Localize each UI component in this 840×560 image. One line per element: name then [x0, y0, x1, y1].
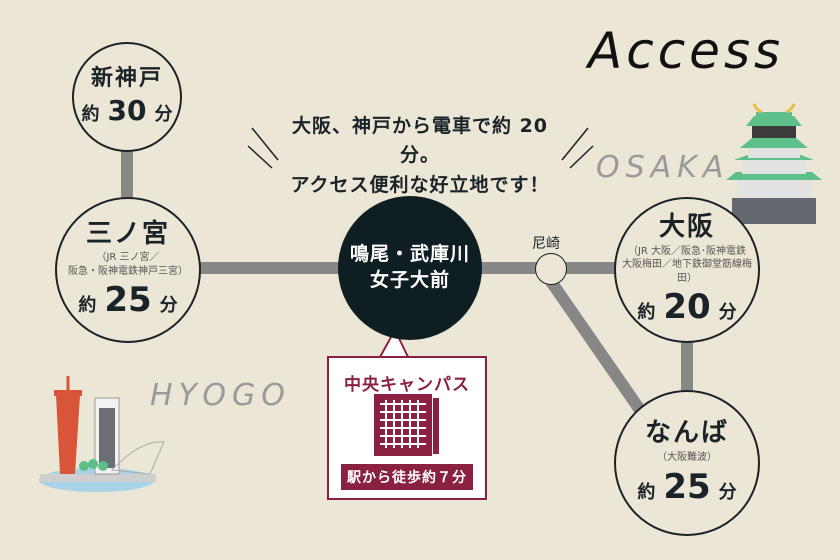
travel-time: 約 30 分 — [81, 93, 173, 127]
station-osaka: 大阪 （JR 大阪／阪急･阪神電鉄 大阪梅田／地下鉄御堂筋線梅田） 約 20 分 — [614, 197, 760, 343]
junction-amagasaki — [535, 253, 567, 285]
station-lines: （JR 三ノ宮／ 阪急・阪神電鉄神戸三宮） — [68, 252, 188, 277]
station-name: 大阪 — [658, 211, 715, 242]
hub-station: 鳴尾・武庫川 女子大前 — [338, 196, 482, 340]
osaka-label: OSAKA — [596, 150, 730, 185]
station-name: 三ノ宮 — [85, 218, 170, 249]
osaka-castle-icon — [726, 103, 822, 224]
tagline: 大阪、神戸から電車で約 20 分。 アクセス便利な好立地です！ — [270, 112, 570, 200]
campus-walk-time: 駅から徒歩約７分 — [341, 464, 473, 490]
campus-title: 中央キャンパス — [344, 375, 470, 395]
station-lines: （JR 大阪／阪急･阪神電鉄 大阪梅田／地下鉄御堂筋線梅田） — [622, 245, 752, 284]
kobe-port-icon — [39, 376, 165, 492]
station-name: なんば — [644, 418, 729, 449]
station-lines: （大阪難波） — [657, 452, 717, 464]
station-sannomiya: 三ノ宮 （JR 三ノ宮／ 阪急・阪神電鉄神戸三宮） 約 25 分 — [55, 197, 201, 343]
station-name: 新神戸 — [90, 66, 163, 92]
junction-name: 尼崎 — [532, 236, 560, 252]
hyogo-label: HYOGO — [150, 378, 291, 413]
station-namba: なんば （大阪難波） 約 25 分 — [614, 390, 760, 536]
travel-time: 約 25 分 — [78, 280, 178, 321]
tagline-line2: アクセス便利な好立地です！ — [290, 173, 550, 196]
page-title: Access — [588, 22, 785, 80]
travel-time: 約 25 分 — [637, 466, 737, 507]
station-shinkobe: 新神戸 約 30 分 — [72, 42, 182, 152]
tagline-line1: 大阪、神戸から電車で約 20 分。 — [291, 115, 549, 167]
travel-time: 約 20 分 — [637, 287, 737, 328]
campus-callout: 中央キャンパス 駅から徒歩約７分 — [327, 356, 487, 500]
